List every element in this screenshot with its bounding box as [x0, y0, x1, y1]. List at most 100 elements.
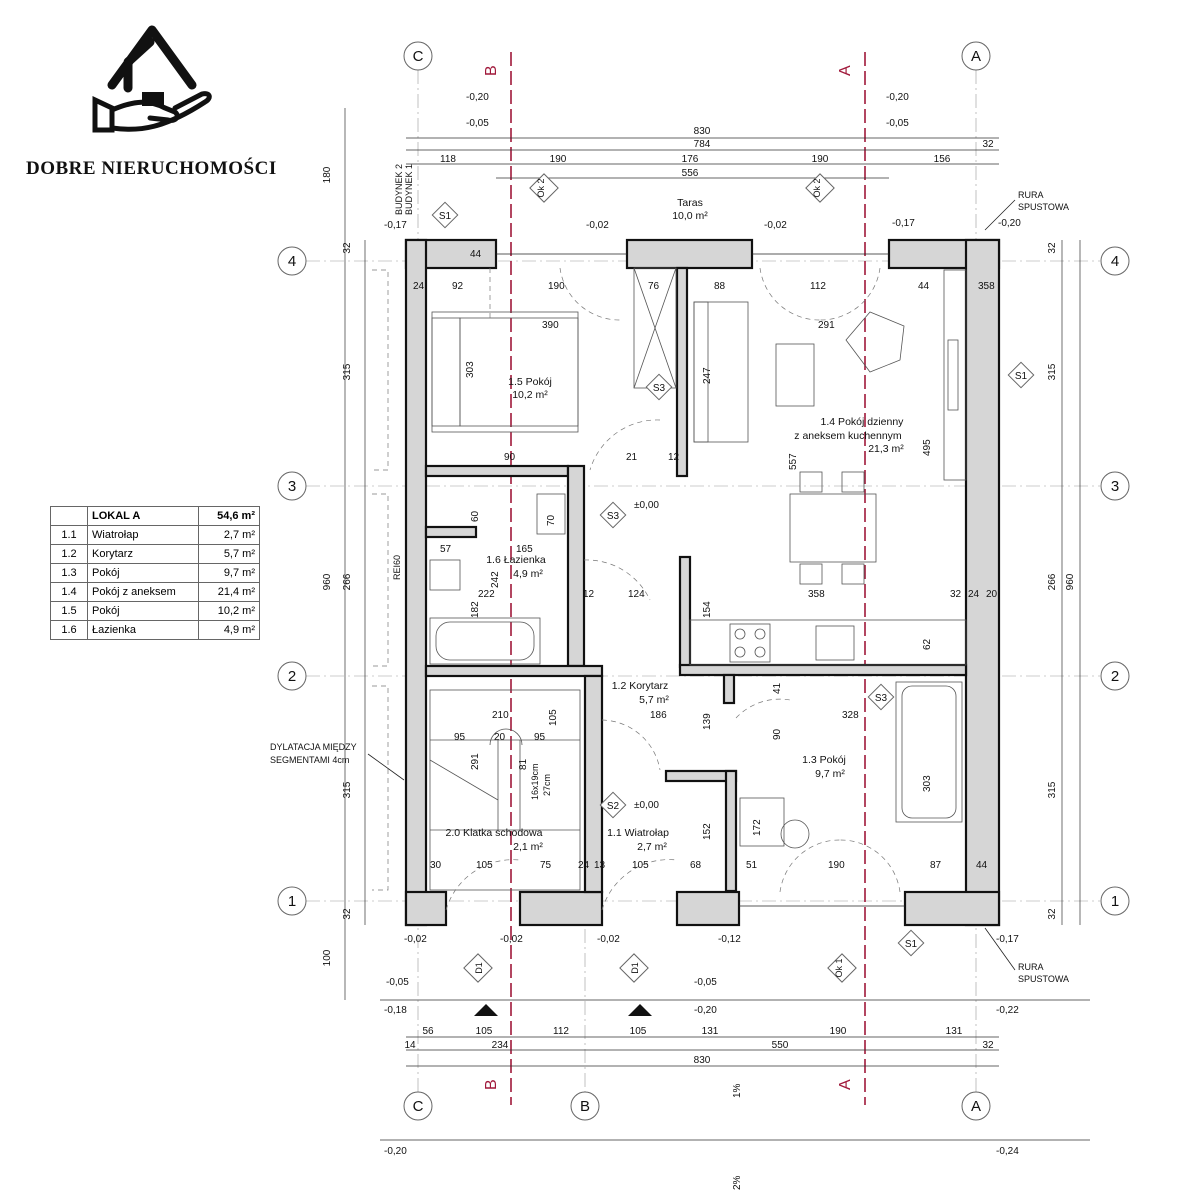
axis-2-right: 2	[1111, 668, 1119, 685]
level-zero-1: ±0,00	[634, 500, 659, 511]
table-row: 1.3 Pokój 9,7 m²	[50, 563, 260, 583]
dim-32-right: 32	[1047, 242, 1058, 254]
axis-3-right: 3	[1111, 478, 1119, 495]
axis-c-top: C	[413, 48, 424, 65]
tag-s1-b: S1	[1015, 371, 1028, 382]
row-area: 9,7 m²	[198, 563, 260, 583]
idim: 112	[810, 281, 826, 292]
idim: 222	[478, 589, 495, 600]
level-terrace-mid: -0,02	[586, 220, 609, 231]
level-front-1: -0,02	[404, 934, 427, 945]
dim-32-left: 32	[342, 242, 353, 254]
idim: 12	[583, 589, 595, 600]
dim-105a-bottom: 105	[476, 1026, 493, 1037]
row-no: 1.5	[50, 601, 88, 621]
idim: 21	[626, 452, 638, 463]
level-terrace-far: -0,20	[998, 218, 1021, 229]
bottom-dimensions: 56 105 112 105 131 190 131 14 234 550 32…	[404, 1026, 994, 1066]
level-top-left-2: -0,05	[466, 118, 489, 129]
idim: 76	[648, 281, 660, 292]
note-spustowa-bottom: SPUSTOWA	[1018, 974, 1069, 984]
idim: 152	[702, 823, 713, 840]
row-no: 1.6	[50, 620, 88, 640]
idim: 70	[546, 514, 557, 526]
row-name: Pokój	[87, 601, 199, 621]
dim-32-bottom: 32	[982, 1040, 994, 1051]
tag-s1-c: S1	[905, 939, 918, 950]
axis-c-bottom: C	[413, 1098, 424, 1115]
idim: 87	[930, 860, 942, 871]
dim-56-bottom: 56	[422, 1026, 434, 1037]
idim: 41	[772, 682, 783, 694]
level-terrace-left: -0,17	[384, 220, 407, 231]
dim-830-bottom: 830	[694, 1055, 711, 1066]
note-rei60: REI60	[392, 555, 402, 580]
idim: 303	[465, 361, 476, 378]
tag-s3-b: S3	[607, 511, 620, 522]
idim: 139	[702, 713, 713, 730]
dim-315b-right: 315	[1047, 781, 1058, 798]
dim-131b-bottom: 131	[946, 1026, 963, 1037]
note-slope-1: 1%	[732, 1083, 743, 1098]
room-20-area: 2,1 m²	[513, 841, 543, 853]
table-row: 1.6 Łazienka 4,9 m²	[50, 620, 260, 640]
level-ground-3: -0,22	[996, 1005, 1019, 1016]
idim: 105	[548, 709, 559, 726]
row-area: 5,7 m²	[198, 544, 260, 564]
axis-1-right: 1	[1111, 893, 1119, 910]
room-14-area: 21,3 m²	[868, 443, 904, 455]
room-16-area: 4,9 m²	[513, 568, 543, 580]
section-a-bottom: A	[837, 1079, 854, 1090]
dim-556-top: 556	[682, 168, 699, 179]
idim: 90	[504, 452, 516, 463]
note-stairs: 16x19cm	[530, 763, 540, 800]
dim-176-top: 176	[682, 154, 699, 165]
top-dimensions: 830 784 32 118 190 176 190 156 556	[440, 126, 994, 179]
idim: 60	[470, 510, 481, 522]
idim: 495	[922, 439, 933, 456]
note-stairs2: 27cm	[542, 774, 552, 796]
note-budynek2: BUDYNEK 2	[394, 164, 404, 215]
dim-190a-top: 190	[550, 154, 567, 165]
idim: 20	[494, 732, 506, 743]
idim: 51	[746, 860, 758, 871]
terrace-name: Taras	[677, 197, 703, 209]
tag-ok1: Ok 1	[834, 958, 844, 977]
row-no: 1.1	[50, 525, 88, 545]
row-no: 1.4	[50, 582, 88, 602]
room-20-name: 2.0 Klatka schodowa	[446, 827, 543, 839]
dim-32-right-b: 32	[1047, 908, 1058, 920]
row-no: 1.3	[50, 563, 88, 583]
level-top-right-2: -0,05	[886, 118, 909, 129]
level-top-right-1: -0,20	[886, 92, 909, 103]
section-b-bottom: B	[483, 1079, 500, 1090]
units-table-total: 54,6 m²	[198, 506, 260, 526]
brand-name: DOBRE NIERUCHOMOŚCI	[26, 157, 277, 179]
tag-s3-a: S3	[653, 383, 666, 394]
room-15-name: 1.5 Pokój	[508, 376, 552, 388]
idim: 68	[690, 860, 702, 871]
idim: 172	[752, 819, 763, 836]
axis-4-right: 4	[1111, 253, 1119, 270]
idim: 291	[818, 320, 835, 331]
note-slope-2: 2%	[732, 1175, 743, 1190]
dim-32-left-b: 32	[342, 908, 353, 920]
level-ground-2: -0,20	[694, 1005, 717, 1016]
tag-s2: S2	[607, 801, 620, 812]
level-zero-2: ±0,00	[634, 800, 659, 811]
idim: 13	[594, 860, 606, 871]
axis-4-left: 4	[288, 253, 296, 270]
idim: 190	[548, 281, 565, 292]
dim-190b-top: 190	[812, 154, 829, 165]
dim-266-left: 266	[342, 573, 353, 590]
units-table-title: LOKAL A	[87, 506, 199, 526]
idim: 24	[968, 589, 980, 600]
axis-1-left: 1	[288, 893, 296, 910]
idim: 247	[702, 367, 713, 384]
idim: 20	[986, 589, 998, 600]
dim-315a-right: 315	[1047, 363, 1058, 380]
dim-266-right: 266	[1047, 573, 1058, 590]
axis-3-left: 3	[288, 478, 296, 495]
idim: 165	[516, 544, 533, 555]
idim: 182	[470, 601, 481, 618]
